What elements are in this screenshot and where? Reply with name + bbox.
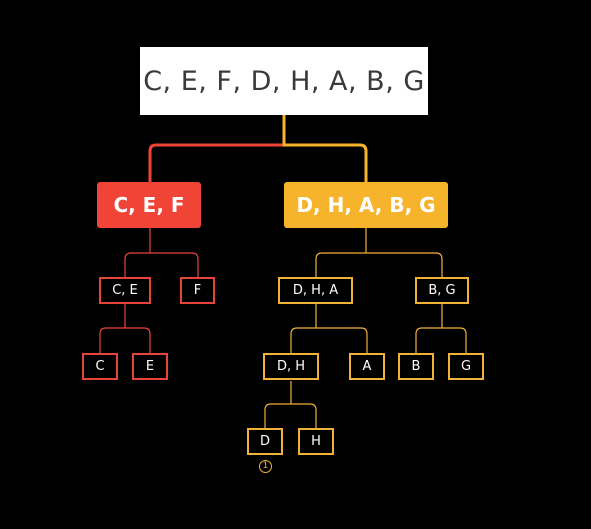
node-ce: C, E [99,277,151,304]
node-dh: D, H [263,353,319,380]
left-group-node: C, E, F [97,182,201,228]
connector-dha-children [290,304,368,354]
node-e: E [132,353,168,380]
step-number-badge: 1 [259,460,272,473]
node-h: H [298,428,334,455]
connector-root-right [282,115,368,182]
connector-dhabg-children [315,228,443,278]
node-d: D [247,428,283,455]
node-f: F [180,277,215,304]
connector-dh-children [264,381,317,429]
node-g: G [448,353,484,380]
node-bg: B, G [415,277,469,304]
node-c: C [82,353,118,380]
node-b: B [398,353,434,380]
connector-ce-children [99,304,151,354]
connector-root-left [148,115,286,182]
root-node: C, E, F, D, H, A, B, G [140,47,428,115]
connector-cef-children [124,228,199,278]
right-group-node: D, H, A, B, G [284,182,448,228]
connector-bg-children [415,304,467,354]
node-dha: D, H, A [278,277,353,304]
node-a: A [349,353,385,380]
